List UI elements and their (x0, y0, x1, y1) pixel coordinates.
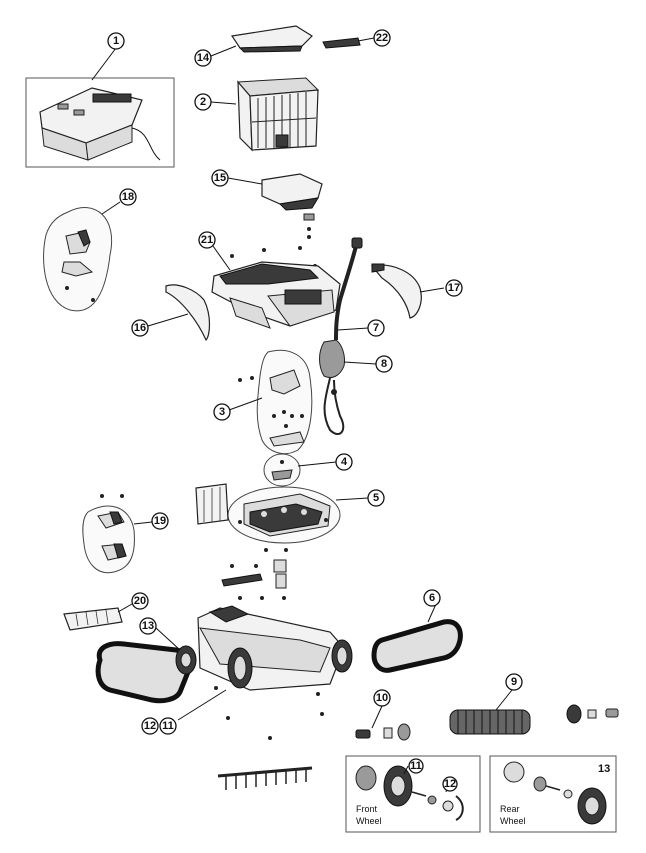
front-wheel-callout-12: 12 (442, 776, 458, 792)
axle-parts (355, 723, 411, 741)
callout-14: 14 (194, 49, 212, 67)
callout-19: 19 (151, 512, 169, 530)
chassis-part (95, 605, 353, 740)
front-wheel-inset (345, 755, 481, 833)
svg-text:1: 1 (113, 35, 119, 47)
bumper-part (63, 607, 123, 631)
svg-text:9: 9 (511, 676, 517, 688)
comb-part (217, 766, 313, 790)
track-belt-part (371, 619, 463, 673)
svg-text:16: 16 (134, 322, 146, 334)
svg-text:17: 17 (448, 282, 460, 294)
svg-text:18: 18 (122, 191, 134, 203)
brush-part (449, 709, 531, 735)
svg-text:22: 22 (376, 32, 388, 44)
svg-text:21: 21 (201, 234, 213, 246)
motor-filter-part (195, 483, 229, 525)
callout-6: 6 (423, 589, 441, 607)
svg-text:13: 13 (142, 620, 154, 632)
rear-wheel-label: Rear (500, 804, 520, 814)
power-supply-part (25, 77, 175, 168)
clip-kit-part (82, 494, 135, 574)
svg-text:15: 15 (214, 172, 226, 184)
callout-12: 12 (141, 717, 159, 735)
callout-2: 2 (194, 93, 212, 111)
svg-text:7: 7 (373, 322, 379, 334)
callout-7: 7 (367, 319, 385, 337)
rear-wheel-label-line2: Wheel (500, 816, 526, 826)
callout-18: 18 (119, 188, 137, 206)
svg-text:14: 14 (197, 52, 210, 64)
svg-text:11: 11 (410, 760, 422, 772)
svg-text:10: 10 (376, 692, 388, 704)
left-side-panel-part (165, 284, 211, 342)
callout-16: 16 (131, 319, 149, 337)
callout-3: 3 (213, 403, 231, 421)
brush-caps-part (566, 704, 619, 724)
top-housing-part (211, 246, 341, 329)
handle-cover-part (261, 173, 323, 239)
callout-1: 1 (107, 32, 125, 50)
right-side-panel-part (370, 263, 422, 319)
callout-4: 4 (335, 453, 353, 471)
callout-20: 20 (131, 592, 149, 610)
svg-text:20: 20 (134, 595, 146, 607)
filter-lid-part (230, 25, 313, 53)
svg-text:5: 5 (373, 492, 379, 504)
callout-21: 21 (198, 231, 216, 249)
motor-unit-part (227, 486, 341, 544)
callout-8: 8 (375, 355, 393, 373)
svg-text:4: 4 (341, 456, 348, 468)
front-wheel-callout-11: 11 (408, 758, 424, 774)
callout-22: 22 (373, 29, 391, 47)
svg-text:12: 12 (144, 720, 156, 732)
svg-text:8: 8 (381, 358, 387, 370)
rear-wheel-inset (489, 755, 617, 833)
front-wheel-label-line2: Wheel (356, 816, 382, 826)
drive-shaft-parts (221, 548, 288, 600)
svg-text:19: 19 (154, 515, 166, 527)
callout-15: 15 (211, 169, 229, 187)
front-wheel-label: Front (356, 804, 378, 814)
impeller-part (263, 453, 301, 487)
svg-text:11: 11 (162, 720, 174, 732)
power-cable-part (319, 237, 363, 435)
svg-text:6: 6 (429, 592, 435, 604)
svg-text:3: 3 (219, 406, 225, 418)
callout-11: 11 (159, 717, 177, 735)
callout-5: 5 (367, 489, 385, 507)
rear-wheel-part-number: 13 (598, 763, 610, 775)
svg-text:2: 2 (200, 96, 206, 108)
lid-latch-part (322, 37, 361, 49)
impeller-housing-part (238, 349, 313, 455)
callout-9: 9 (505, 673, 523, 691)
side-clip-kit-part (43, 207, 112, 312)
callout-10: 10 (373, 689, 391, 707)
callout-17: 17 (445, 279, 463, 297)
callout-13: 13 (139, 617, 157, 635)
svg-text:12: 12 (444, 778, 456, 790)
filter-basket-part (236, 77, 320, 152)
